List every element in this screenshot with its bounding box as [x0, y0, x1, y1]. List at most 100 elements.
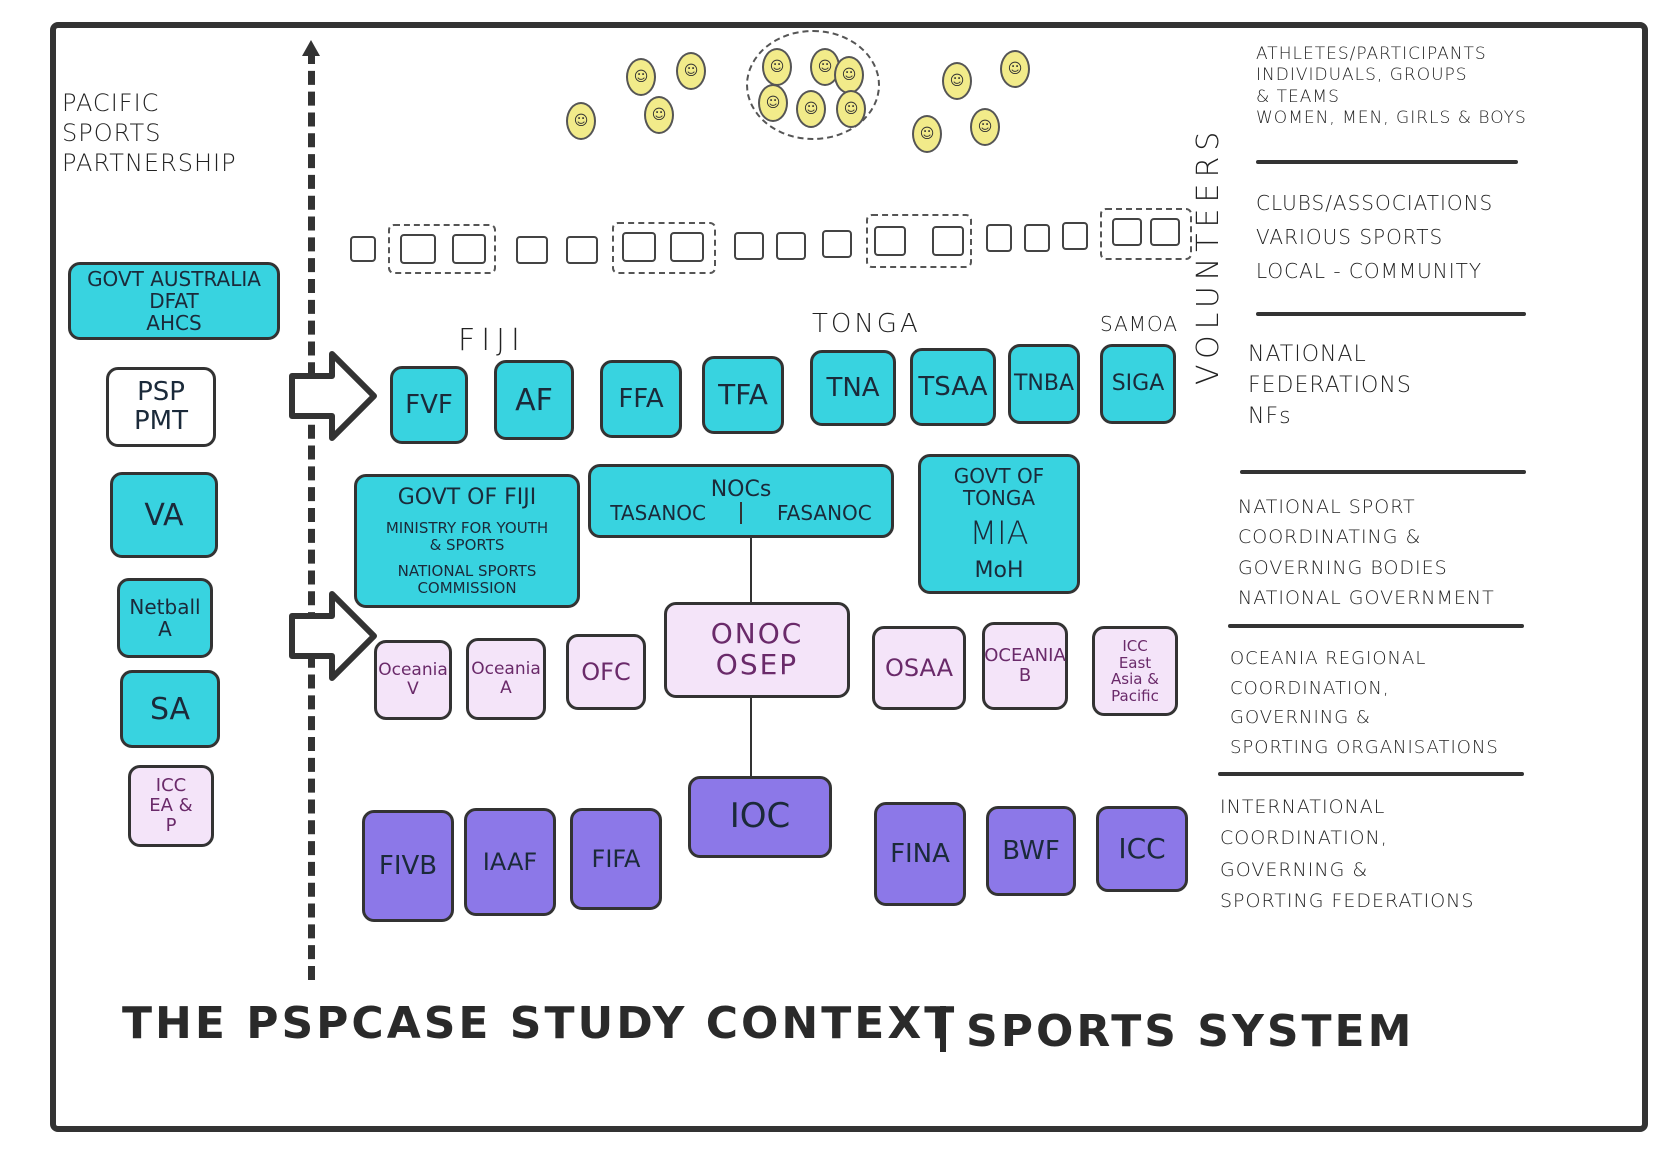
club-square	[622, 232, 656, 262]
club-group-outline	[388, 224, 496, 274]
smiley-face-icon: ☺	[970, 108, 1000, 146]
level-label-national-sport: NATIONAL SPORT COORDINATING & GOVERNING …	[1238, 496, 1495, 610]
noc-fasanoc: FASANOC	[776, 501, 872, 526]
smiley-face-icon: ☺	[626, 58, 656, 96]
club-square	[516, 236, 548, 264]
smiley-face-icon: ☺	[834, 56, 864, 94]
regional-box: OCEANIA B	[982, 622, 1068, 710]
intl-box: ICC	[1096, 806, 1188, 892]
regional-box: ONOC OSEP	[664, 602, 850, 698]
smiley-face-icon: ☺	[836, 90, 866, 128]
diagram-title-right: SPORTS SYSTEM	[966, 1006, 1415, 1057]
arrow-right-icon	[289, 351, 377, 441]
arrow-right-icon	[289, 591, 377, 681]
nf-box: TSAA	[910, 348, 996, 426]
level-label-clubs: CLUBS/ASSOCIATIONS VARIOUS SPORTS LOCAL …	[1256, 191, 1494, 283]
partner-sa: SA	[120, 670, 220, 748]
club-square	[986, 224, 1012, 252]
smiley-face-icon: ☺	[1000, 50, 1030, 88]
level-divider	[1256, 312, 1526, 316]
club-square	[400, 234, 436, 264]
club-square	[1150, 218, 1180, 246]
smiley-face-icon: ☺	[758, 84, 788, 122]
partner-icc-eap: ICC EA & P	[128, 765, 214, 847]
club-square	[1024, 224, 1050, 252]
govt-tonga-mia: MIA	[969, 514, 1029, 553]
govt-fiji-ministry: MINISTRY FOR YOUTH & SPORTS	[385, 519, 549, 554]
left-header: PACIFIC SPORTS PARTNERSHIP	[62, 89, 237, 177]
govt-tonga-title: GOVT OF TONGA	[953, 463, 1045, 510]
govt-fiji-title: GOVT OF FIJI	[397, 484, 537, 510]
noc-tasanoc: TASANOC	[610, 501, 706, 526]
volunteers-label: VOLUNTEERS	[1191, 125, 1226, 385]
smiley-face-icon: ☺	[762, 48, 792, 86]
level-divider	[1218, 772, 1524, 776]
athlete-group-outline	[746, 30, 880, 140]
intl-box: IOC	[688, 776, 832, 858]
smiley-face-icon: ☺	[566, 102, 596, 140]
club-square	[776, 232, 806, 260]
smiley-face-icon: ☺	[942, 62, 972, 100]
smiley-face-icon: ☺	[644, 96, 674, 134]
partner-govt-australia: GOVT AUSTRALIA DFAT AHCS	[68, 262, 280, 340]
govt-tonga-box: GOVT OF TONGA MIA MoH	[918, 454, 1080, 594]
level-label-international: INTERNATIONAL COORDINATION, GOVERNING & …	[1220, 796, 1475, 913]
club-square	[350, 236, 376, 262]
smiley-face-icon: ☺	[676, 52, 706, 90]
regional-box: OSAA	[872, 626, 966, 710]
club-square	[670, 232, 704, 262]
diagram-frame	[50, 22, 1648, 1132]
intl-box: IAAF	[464, 808, 556, 916]
level-label-national-federations: NATIONAL FEDERATIONS NFs	[1248, 342, 1412, 429]
nf-box: TNA	[810, 350, 896, 426]
partner-va: VA	[110, 472, 218, 558]
nocs-box: NOCs TASANOC FASANOC	[588, 464, 894, 538]
govt-fiji-commission: NATIONAL SPORTS COMMISSION	[397, 562, 537, 597]
nf-box: FVF	[390, 366, 468, 444]
club-group-outline	[1100, 208, 1192, 260]
club-square	[932, 226, 964, 256]
vertical-divider	[308, 50, 315, 980]
partner-netball-a: Netball A	[117, 578, 213, 658]
smiley-face-icon: ☺	[912, 115, 942, 153]
title-separator	[940, 1006, 946, 1052]
level-label-athletes: ATHLETES/PARTICIPANTS INDIVIDUALS, GROUP…	[1256, 44, 1527, 128]
level-label-oceania: OCEANIA REGIONAL COORDINATION, GOVERNING…	[1230, 648, 1499, 759]
country-label-tonga: TONGA	[812, 309, 921, 339]
nocs-members: TASANOC FASANOC	[593, 501, 889, 526]
divider-arrowhead-icon	[302, 40, 320, 56]
club-group-outline	[866, 214, 972, 268]
club-square	[566, 236, 598, 264]
club-square	[1112, 218, 1142, 246]
country-label-fiji: FIJI	[458, 323, 526, 358]
club-square	[1062, 222, 1088, 250]
govt-fiji-box: GOVT OF FIJI MINISTRY FOR YOUTH & SPORTS…	[354, 474, 580, 608]
intl-box: FIFA	[570, 808, 662, 910]
regional-box: Oceania V	[374, 640, 452, 720]
regional-box: Oceania A	[466, 638, 546, 720]
intl-box: FINA	[874, 802, 966, 906]
regional-box: ICC East Asia & Pacific	[1092, 626, 1178, 716]
country-label-samoa: SAMOA	[1100, 312, 1179, 336]
club-square	[874, 226, 906, 256]
level-divider	[1240, 470, 1526, 474]
partner-psp-pmt: PSP PMT	[106, 367, 216, 447]
club-square	[734, 232, 764, 260]
nf-box: AF	[494, 360, 574, 440]
intl-box: BWF	[986, 806, 1076, 896]
club-square	[452, 234, 486, 264]
nocs-separator	[740, 502, 743, 525]
level-divider	[1256, 160, 1518, 164]
club-group-outline	[612, 222, 716, 274]
nocs-title: NOCs	[710, 476, 772, 502]
nf-box: TNBA	[1008, 344, 1080, 424]
club-square	[822, 230, 852, 258]
level-divider	[1228, 624, 1524, 628]
nf-box: TFA	[702, 356, 784, 434]
intl-box: FIVB	[362, 810, 454, 922]
nf-box: FFA	[600, 360, 682, 438]
diagram-title: THE PSPCASE STUDY CONTEXT	[122, 998, 958, 1049]
nf-box: SIGA	[1100, 344, 1176, 424]
smiley-face-icon: ☺	[796, 90, 826, 128]
govt-tonga-moh: MoH	[974, 558, 1024, 584]
